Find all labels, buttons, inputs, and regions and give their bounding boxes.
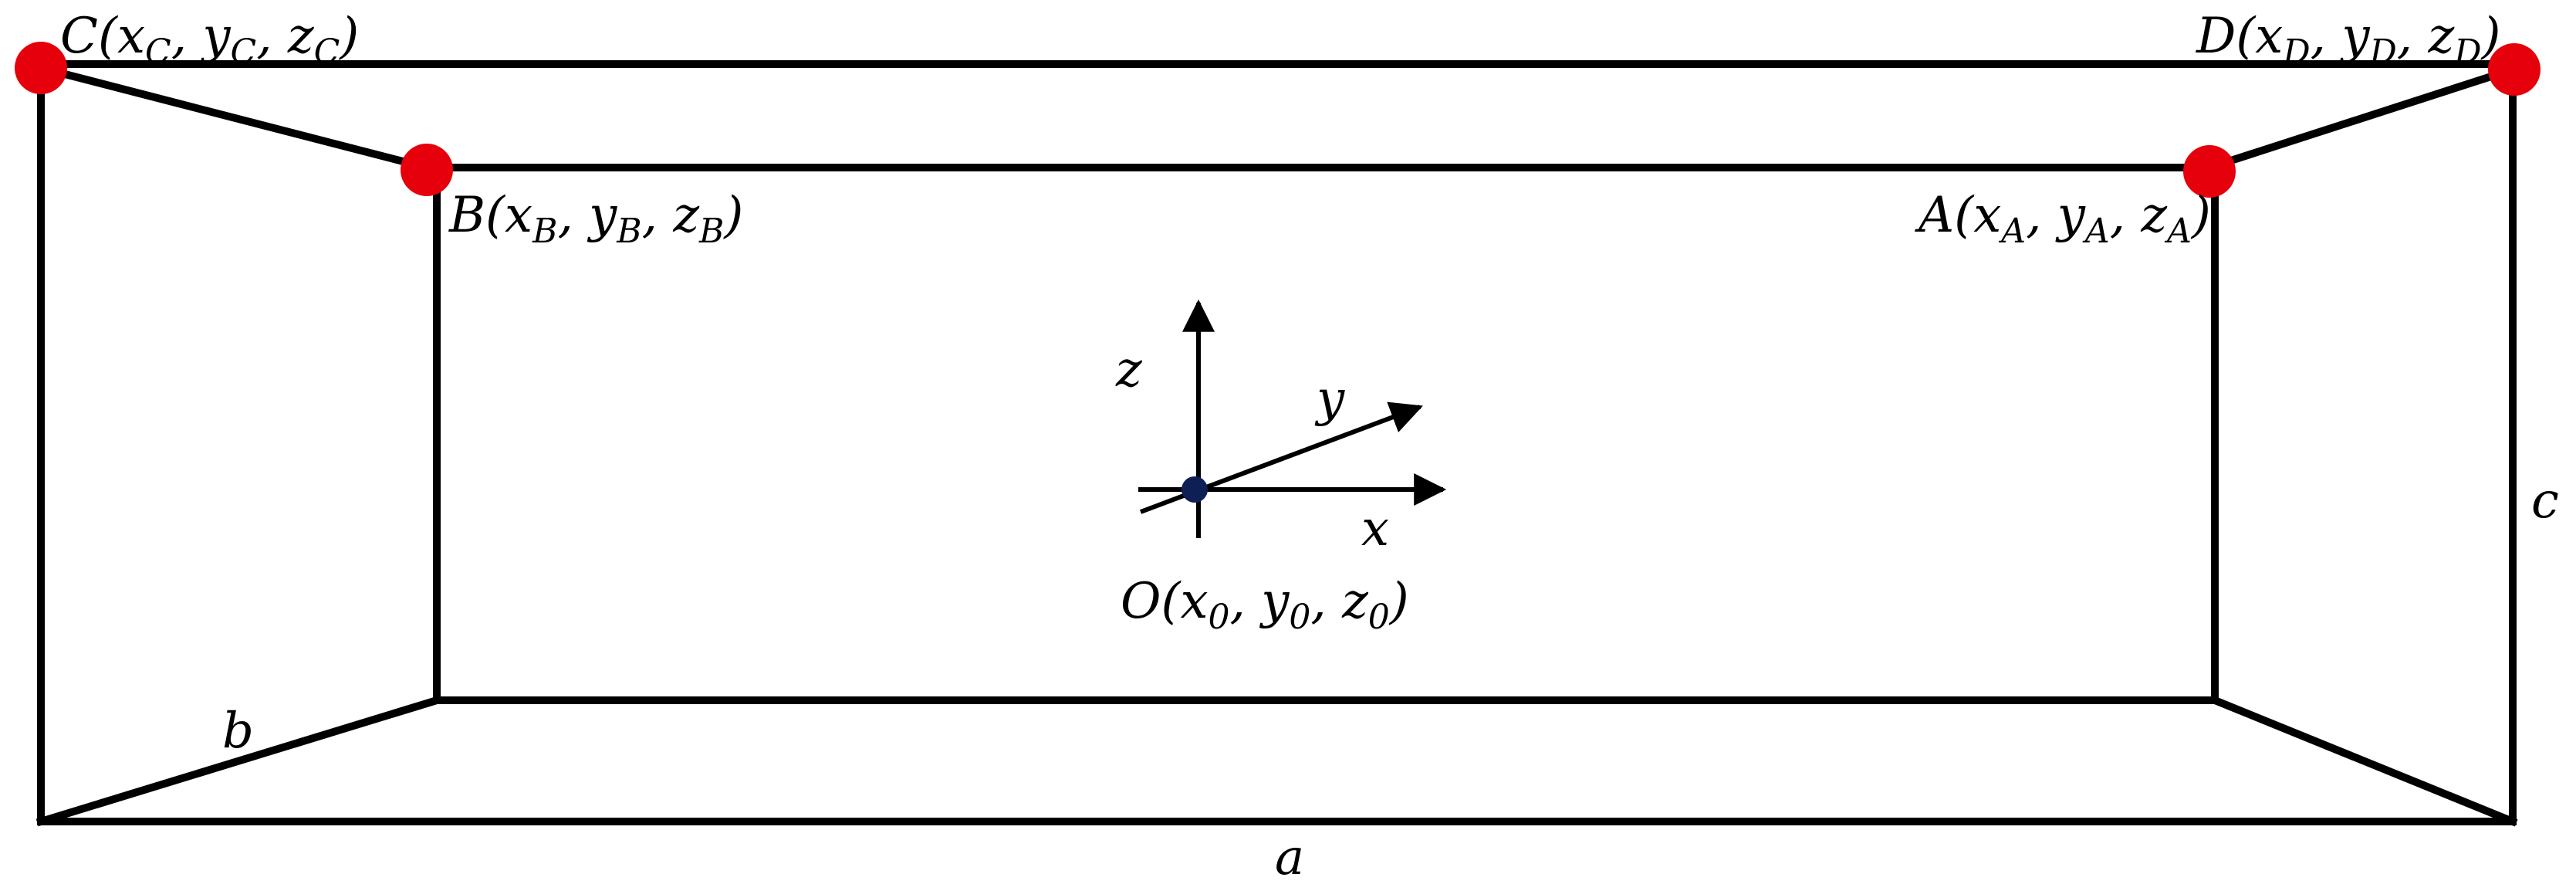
origin-point [1182,476,1208,503]
vertex-a [2183,145,2236,198]
edge-d-to-a [2204,64,2518,173]
dimension-label-a: a [1275,829,1304,886]
edge-bottom-left-diagonal [35,695,442,827]
label-origin: O(x0, y0, z0) [1121,573,1409,637]
edge-bottom-right-diagonal [2209,695,2518,827]
edge-c-to-b [35,63,432,173]
label-point-d: D(xD, yD, zD) [2196,8,2500,72]
axis-label-y: y [1314,371,1345,428]
axis-label-x: x [1361,500,1389,557]
dimension-label-c: c [2531,473,2559,530]
vertex-d [2488,43,2541,96]
vertex-b [401,144,453,196]
dimension-label-b: b [222,703,254,760]
axis-label-z: z [1115,341,1143,398]
vertex-c [15,42,67,94]
label-point-b: B(xB, yB, zB) [448,187,743,251]
y-axis-arrow [1139,401,1423,514]
label-point-c: C(xC, yC, zC) [60,8,359,72]
label-point-a: A(xA, yA, zA) [1915,187,2211,251]
